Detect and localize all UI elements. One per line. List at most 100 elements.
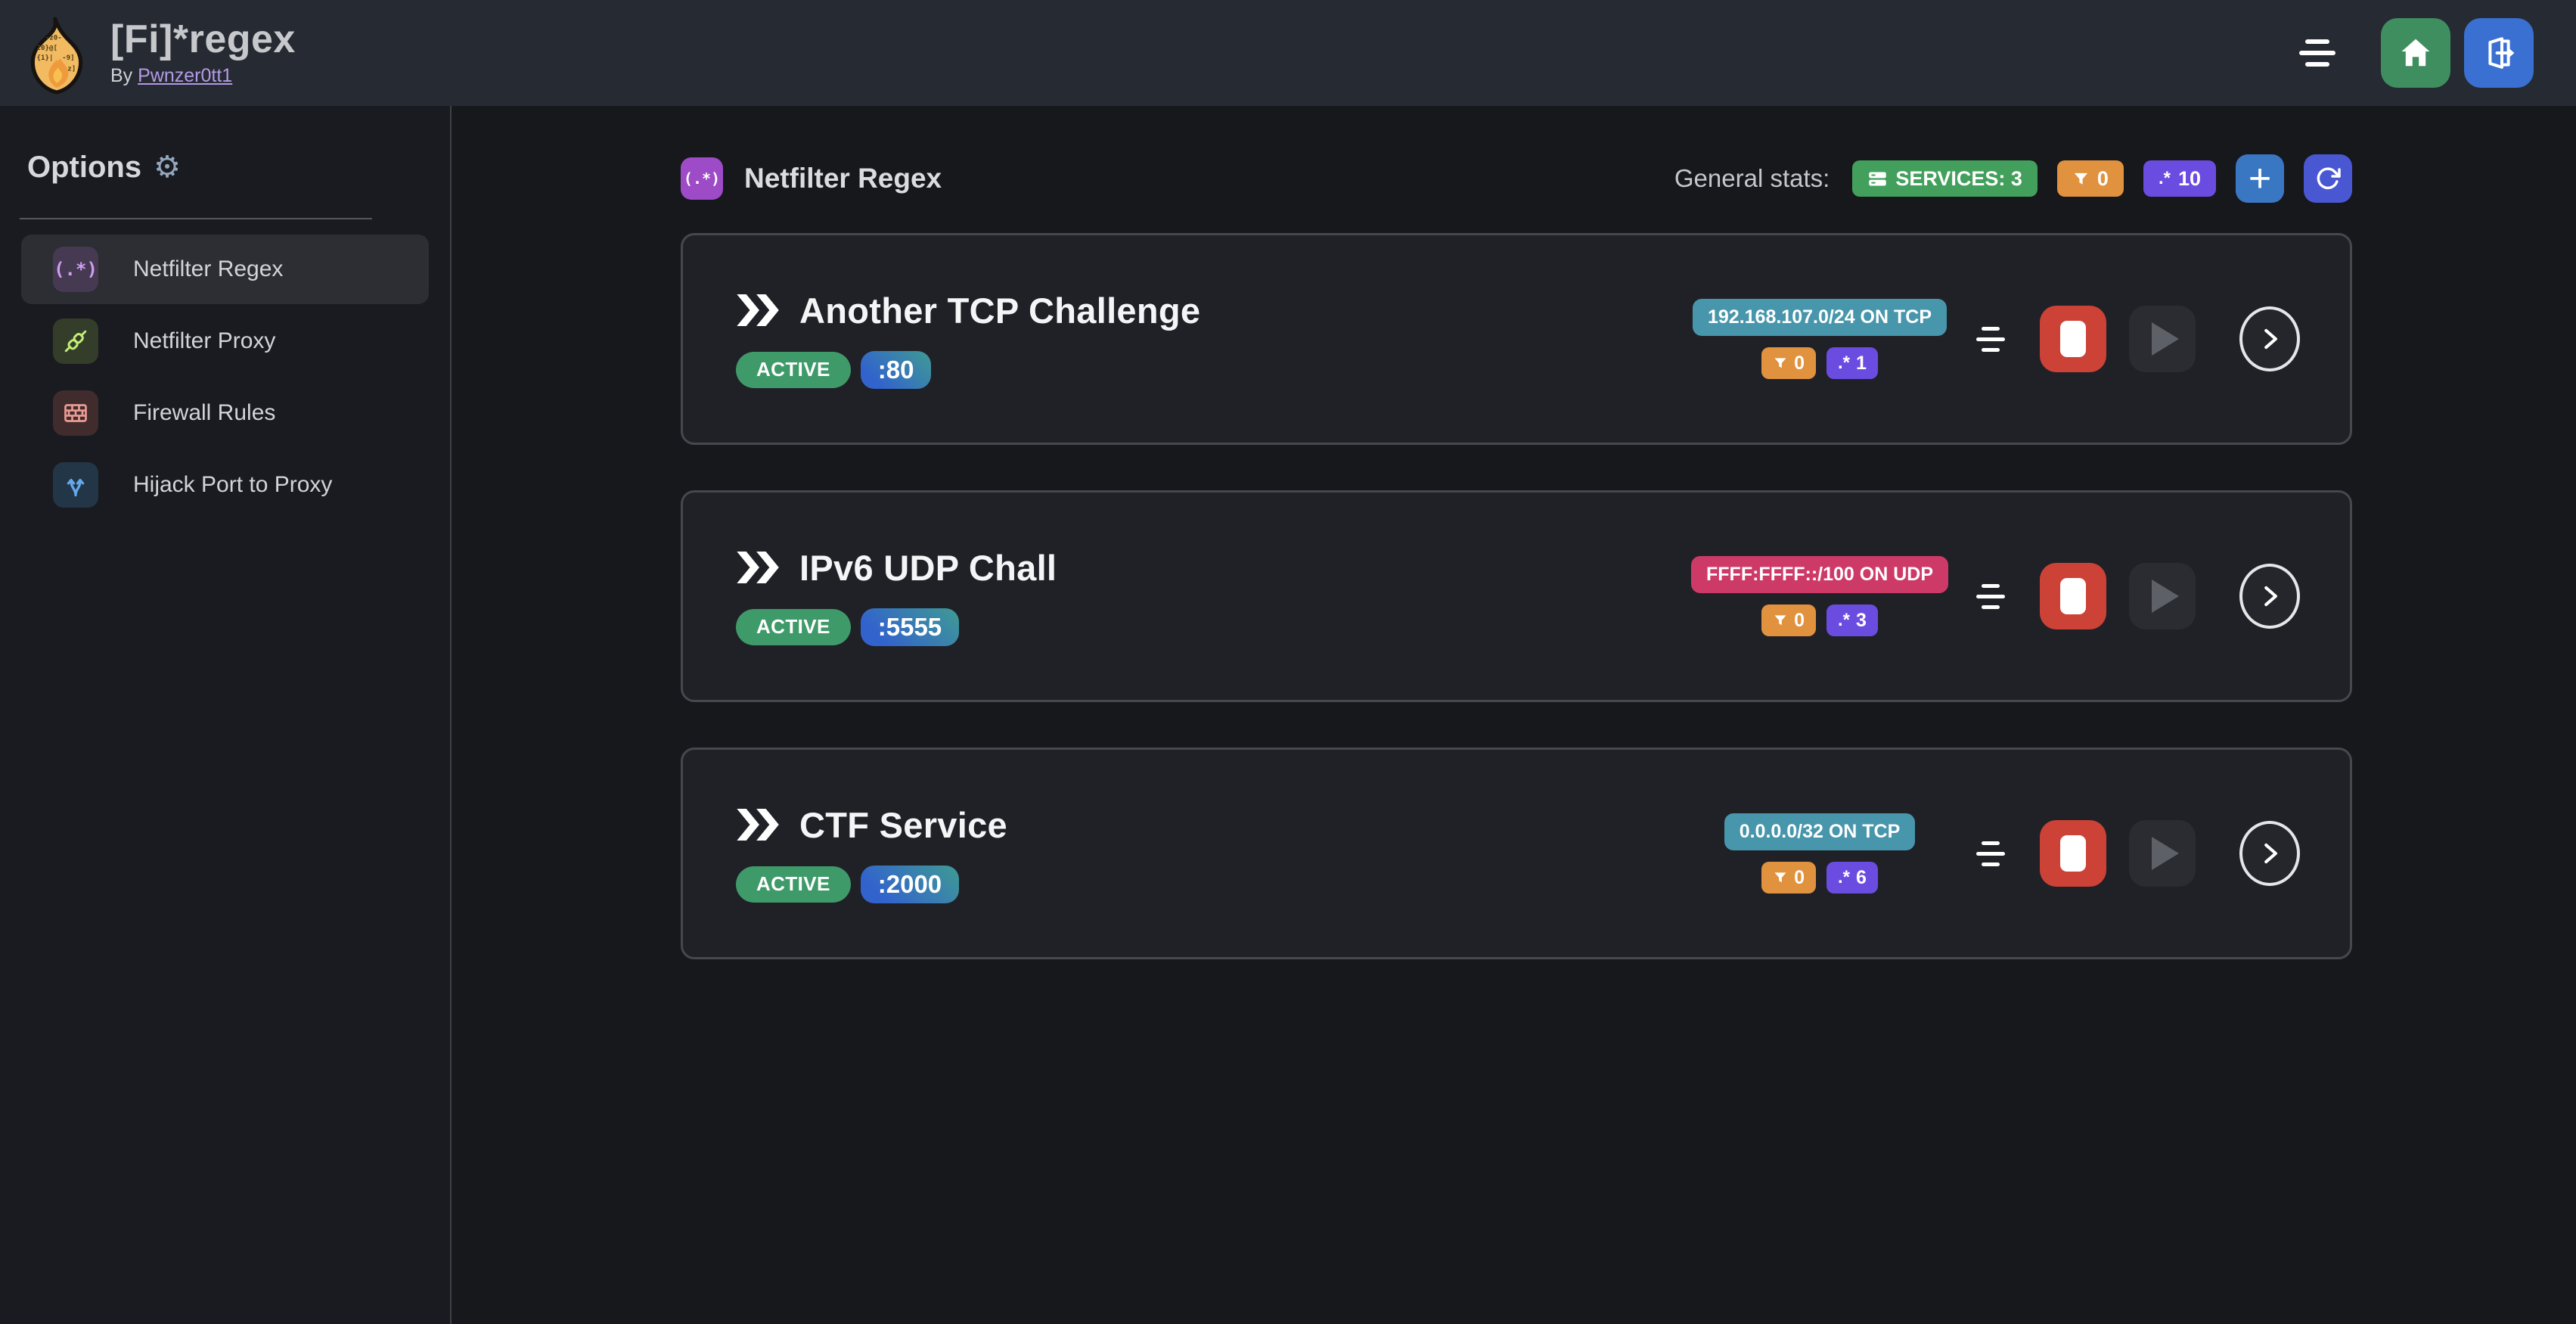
byline-prefix: By bbox=[110, 64, 133, 86]
cidr-badge: 0.0.0.0/32 ON TCP bbox=[1724, 813, 1916, 850]
regex-count-text: 3 bbox=[1856, 609, 1867, 631]
main-header: (.*) Netfilter Regex General stats: SERV… bbox=[681, 154, 2352, 203]
logout-button[interactable] bbox=[2464, 18, 2534, 88]
double-chevron-icon bbox=[737, 808, 779, 841]
funnel-icon bbox=[2074, 172, 2088, 185]
section-regex-icon: (.*) bbox=[681, 157, 723, 200]
play-icon bbox=[2152, 322, 2179, 356]
refresh-icon bbox=[2317, 167, 2341, 190]
author-link[interactable]: Pwnzer0tt1 bbox=[138, 64, 233, 86]
sidebar-item-label: Netfilter Proxy bbox=[133, 328, 276, 353]
reorder-lines-icon[interactable] bbox=[1976, 326, 2005, 352]
dotstar-icon: .* bbox=[1837, 867, 1850, 887]
funnel-icon bbox=[1774, 358, 1786, 368]
general-stats-label: General stats: bbox=[1674, 164, 1830, 192]
refresh-button[interactable] bbox=[2304, 154, 2352, 203]
filter-count-badge: 0 bbox=[1761, 347, 1816, 379]
sidebar-item-hijack-port[interactable]: Hijack Port to Proxy bbox=[21, 450, 429, 520]
regex-count-badge: .* 6 bbox=[1826, 862, 1878, 894]
regexes-total-badge: .* 10 bbox=[2143, 160, 2216, 197]
chevron-right-icon bbox=[2264, 328, 2277, 350]
svg-text:z]: z] bbox=[67, 64, 76, 73]
filter-count-text: 0 bbox=[1794, 866, 1805, 888]
main-panel: (.*) Netfilter Regex General stats: SERV… bbox=[452, 106, 2576, 1324]
double-chevron-icon bbox=[737, 294, 779, 327]
section-title: Netfilter Regex bbox=[744, 163, 942, 194]
regexes-total-text: 10 bbox=[2177, 166, 2201, 190]
regex-icon: (.*) bbox=[53, 247, 98, 292]
play-icon bbox=[2152, 837, 2179, 870]
regex-count-badge: .* 1 bbox=[1826, 347, 1878, 379]
funnel-icon bbox=[1774, 615, 1786, 626]
fork-arrows-icon bbox=[53, 462, 98, 508]
service-card: IPv6 UDP Chall ACTIVE :5555 FFFF:FFFF::/… bbox=[681, 490, 2352, 702]
sidebar-item-label: Hijack Port to Proxy bbox=[133, 472, 333, 497]
reorder-lines-icon[interactable] bbox=[1976, 841, 2005, 866]
chevron-right-icon bbox=[2264, 586, 2277, 607]
svg-text:{1}|: {1}| bbox=[36, 54, 53, 62]
gear-icon: ⚙ bbox=[154, 151, 181, 184]
svg-text:20}@[: 20}@[ bbox=[36, 44, 57, 52]
cidr-badge: 192.168.107.0/24 ON TCP bbox=[1692, 299, 1948, 336]
play-button[interactable] bbox=[2129, 306, 2196, 372]
sidebar-heading: Options ⚙ bbox=[27, 150, 450, 185]
service-card: Another TCP Challenge ACTIVE :80 192.168… bbox=[681, 233, 2352, 445]
byline: By Pwnzer0tt1 bbox=[110, 65, 296, 87]
regex-count-badge: .* 3 bbox=[1826, 605, 1878, 636]
stop-button[interactable] bbox=[2040, 820, 2106, 887]
dotstar-icon: .* bbox=[2158, 168, 2171, 188]
stop-icon bbox=[2060, 835, 2086, 872]
sidebar-item-firewall-rules[interactable]: Firewall Rules bbox=[21, 378, 429, 448]
service-cards: Another TCP Challenge ACTIVE :80 192.168… bbox=[681, 233, 2352, 959]
service-name: CTF Service bbox=[799, 804, 1007, 845]
svg-text:-z0-: -z0- bbox=[45, 34, 62, 42]
dotstar-icon: .* bbox=[1837, 353, 1850, 373]
open-service-button[interactable] bbox=[2239, 821, 2300, 886]
sidebar-item-netfilter-proxy[interactable]: Netfilter Proxy bbox=[21, 306, 429, 376]
server-icon bbox=[1869, 172, 1887, 185]
double-chevron-icon bbox=[737, 551, 779, 584]
app-title-block: [Fi]*regex By Pwnzer0tt1 bbox=[110, 19, 296, 87]
brick-wall-icon bbox=[53, 390, 98, 436]
filter-count-badge: 0 bbox=[1761, 862, 1816, 894]
stop-icon bbox=[2060, 578, 2086, 614]
sidebar-heading-label: Options bbox=[27, 150, 142, 184]
stop-icon bbox=[2060, 321, 2086, 357]
play-button[interactable] bbox=[2129, 820, 2196, 887]
flame-logo-icon: -z0- 20}@[ {1}| -9] z] bbox=[30, 17, 83, 95]
sidebar-item-netfilter-regex[interactable]: (.*) Netfilter Regex bbox=[21, 235, 429, 304]
regex-count-text: 1 bbox=[1856, 352, 1867, 374]
sidebar-item-label: Netfilter Regex bbox=[133, 256, 284, 281]
regex-count-text: 6 bbox=[1856, 866, 1867, 888]
port-badge: :5555 bbox=[860, 608, 960, 646]
sidebar-nav: (.*) Netfilter Regex Netfilter Proxy bbox=[21, 235, 429, 520]
menu-lines-icon[interactable] bbox=[2299, 39, 2335, 67]
status-badge: ACTIVE bbox=[736, 351, 851, 388]
stop-button[interactable] bbox=[2040, 306, 2106, 372]
sidebar-divider bbox=[20, 218, 372, 219]
cidr-badge: FFFF:FFFF::/100 ON UDP bbox=[1691, 556, 1948, 593]
service-card: CTF Service ACTIVE :2000 0.0.0.0/32 ON T… bbox=[681, 747, 2352, 959]
app-title: [Fi]*regex bbox=[110, 17, 296, 62]
status-badge: ACTIVE bbox=[736, 866, 851, 903]
filter-count-text: 0 bbox=[1794, 352, 1805, 374]
stop-button[interactable] bbox=[2040, 563, 2106, 629]
add-service-button[interactable]: + bbox=[2236, 154, 2284, 203]
home-button[interactable] bbox=[2381, 18, 2450, 88]
open-service-button[interactable] bbox=[2239, 564, 2300, 629]
status-badge: ACTIVE bbox=[736, 608, 851, 645]
services-count-badge: SERVICES: 3 bbox=[1852, 160, 2038, 197]
funnel-icon bbox=[1774, 872, 1786, 883]
filters-total-text: 0 bbox=[2096, 166, 2109, 190]
logout-icon bbox=[2488, 37, 2515, 69]
open-service-button[interactable] bbox=[2239, 306, 2300, 371]
port-badge: :80 bbox=[860, 350, 932, 389]
filters-total-badge: 0 bbox=[2056, 160, 2124, 197]
service-name: Another TCP Challenge bbox=[799, 290, 1201, 331]
home-icon bbox=[2401, 39, 2430, 67]
reorder-lines-icon[interactable] bbox=[1976, 583, 2005, 609]
play-button[interactable] bbox=[2129, 563, 2196, 629]
chevron-right-icon bbox=[2264, 843, 2277, 864]
play-icon bbox=[2152, 580, 2179, 613]
sidebar-item-label: Firewall Rules bbox=[133, 400, 276, 425]
